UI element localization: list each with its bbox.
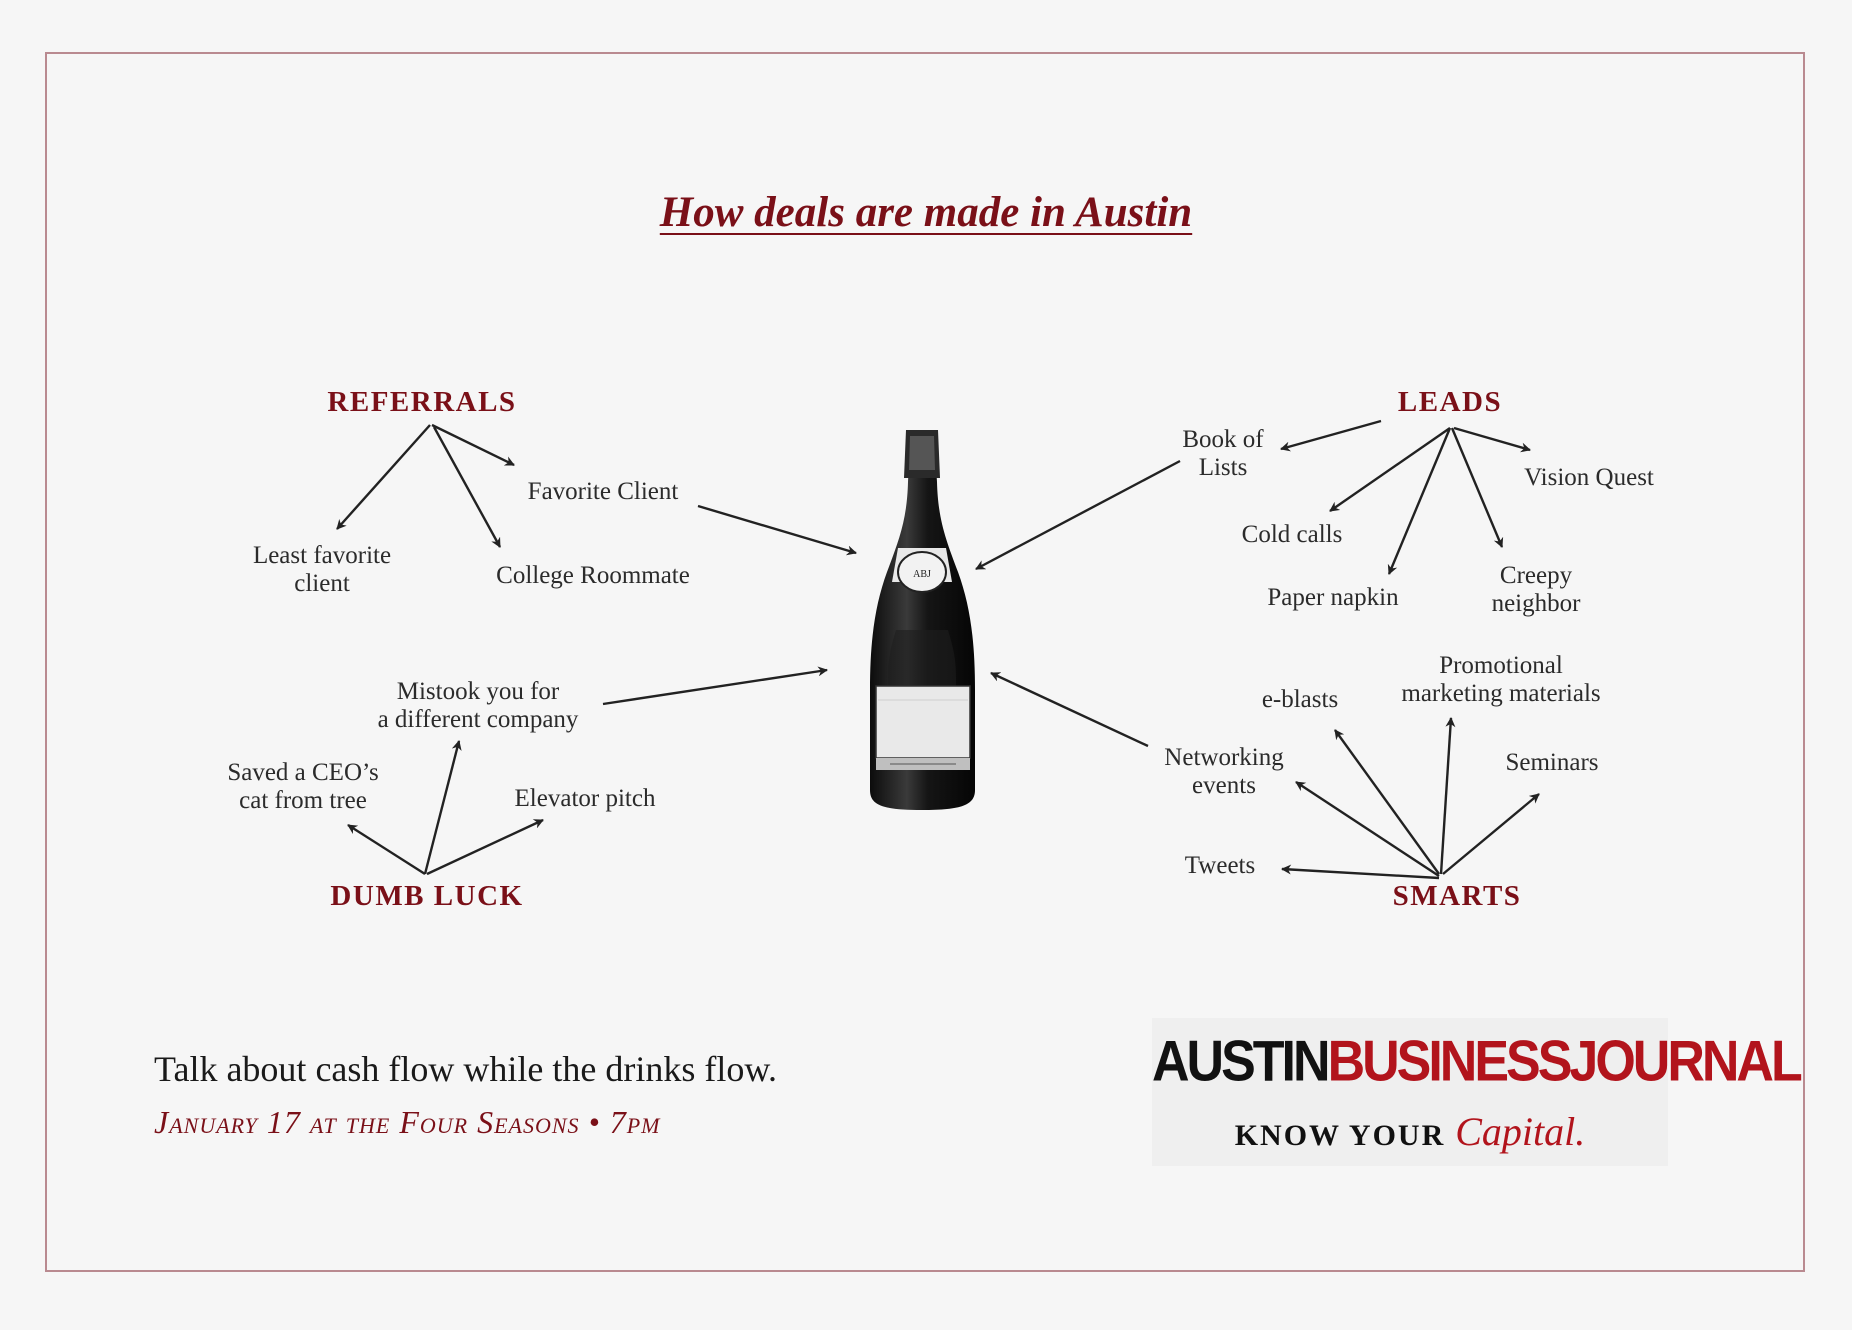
arrow-dumb-luck-to-saved-cat [347,823,426,876]
smarts-arrows [990,671,1540,880]
arrow-smarts-to-e-blasts [1334,729,1440,875]
category-smarts: SMARTS [1392,880,1522,912]
arrow-dumb-luck-to-mistook [423,740,462,875]
category-dumb-luck: DUMB LUCK [330,880,524,912]
arrow-book-of-lists-to-bottle [975,459,1181,571]
arrow-leads-to-cold-calls [1329,427,1451,512]
item-paper-napkin: Paper napkin [1267,584,1399,611]
abj-logo: AUSTINBUSINESSJOURNAL KNOW YOUR Capital. [1152,1018,1803,1166]
item-favorite-client: Favorite Client [527,478,679,505]
item-elevator-pitch: Elevator pitch [514,785,656,812]
arrow-leads-to-vision-quest [1453,426,1531,453]
arrow-referrals-to-favorite-client [431,423,515,467]
item-least-favorite-client: Least favorite client [252,542,392,597]
item-cold-calls: Cold calls [1241,521,1343,548]
logo-name-austin: AUSTIN [1152,1030,1331,1094]
item-saved-ceo-cat: Saved a CEO’s cat from tree [227,759,379,814]
logo-tag-know-your: KNOW YOUR [1234,1119,1446,1152]
category-referrals: REFERRALS [327,386,517,418]
tagline: Talk about cash flow while the drinks fl… [154,1049,778,1089]
page-title: How deals are made in Austin [659,189,1193,236]
item-creepy-neighbor: Creepy neighbor [1491,562,1581,617]
arrow-smarts-to-promotional [1439,717,1456,875]
logo-name-business-journal: BUSINESSJOURNAL [1327,1030,1803,1094]
dumb-luck-arrows [347,666,828,876]
item-book-of-lists: Book of Lists [1182,426,1264,481]
arrow-dumb-luck-to-elevator-pitch [426,818,544,876]
arrow-referrals-to-least-favorite [336,424,431,530]
event-details: January 17 at the Four Seasons • 7pm [154,1104,661,1140]
arrow-referrals-to-college-roommate [432,426,502,548]
svg-text:ABJ: ABJ [913,569,931,580]
item-e-blasts: e-blasts [1261,686,1339,713]
arrow-leads-to-book-of-lists [1280,419,1382,452]
logo-tagline: KNOW YOUR Capital. [1152,1108,1668,1155]
leads-arrows [975,419,1531,575]
champagne-bottle-icon: ABJ [870,430,975,810]
arrow-leads-to-creepy-neighbor [1450,427,1504,548]
arrow-smarts-to-networking [1295,780,1440,878]
arrow-smarts-to-seminars [1442,793,1540,875]
arrow-favorite-client-to-bottle [697,504,857,556]
item-mistook-company: Mistook you for a different company [377,678,579,733]
referrals-arrows [336,423,857,556]
item-promotional-materials: Promotional marketing materials [1401,652,1601,707]
category-leads: LEADS [1397,386,1503,418]
item-tweets: Tweets [1184,852,1256,879]
item-vision-quest: Vision Quest [1524,464,1654,491]
item-college-roommate: College Roommate [496,562,690,589]
arrow-leads-to-paper-napkin [1387,427,1452,575]
logo-tag-capital: Capital. [1455,1109,1586,1154]
arrow-smarts-to-tweets [1281,864,1440,880]
page-frame [45,52,1805,1272]
logo-name: AUSTINBUSINESSJOURNAL [1152,1029,1803,1095]
item-seminars: Seminars [1505,749,1599,776]
item-networking-events: Networking events [1164,744,1284,799]
arrow-networking-to-bottle [990,671,1149,748]
arrow-mistook-to-bottle [602,666,828,706]
